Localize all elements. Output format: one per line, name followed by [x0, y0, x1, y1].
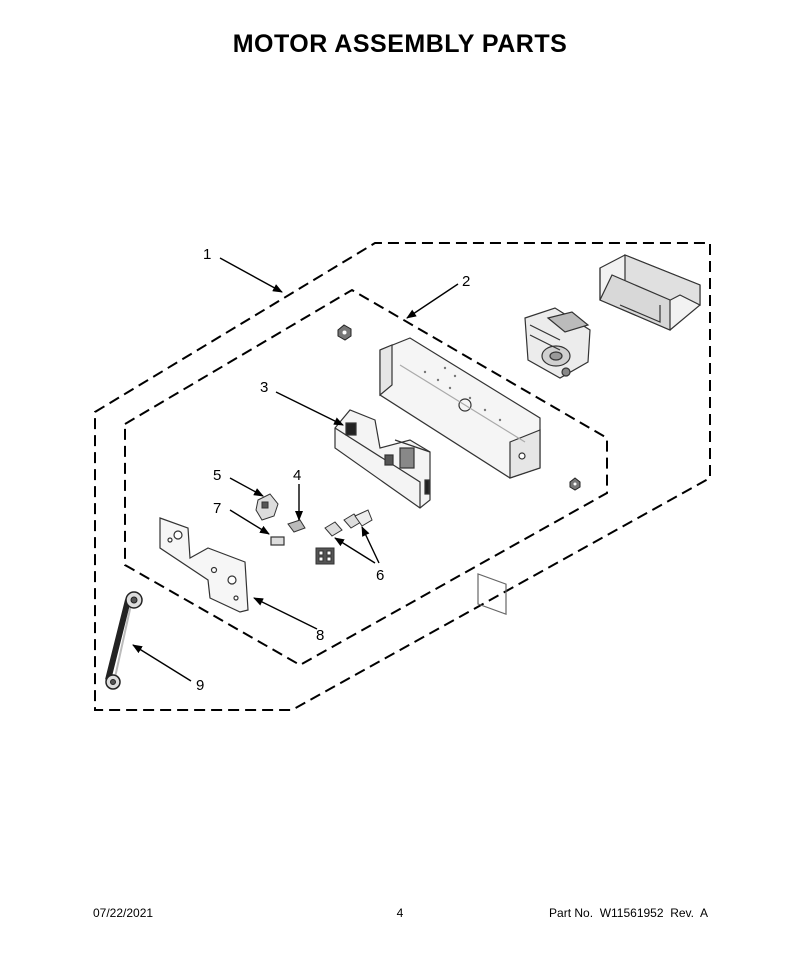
inner-assembly-outline — [124, 288, 608, 667]
hex-nut-right — [569, 477, 581, 491]
callout-3: 3 — [260, 379, 268, 396]
footer-part-number: Part No. W11561952 Rev. A — [549, 906, 708, 920]
arrow-6b — [361, 526, 380, 564]
arrow-7 — [229, 509, 270, 535]
arrow-1 — [219, 257, 283, 293]
spring — [270, 536, 285, 546]
switch-bracket — [255, 493, 279, 521]
arrow-3 — [275, 391, 344, 426]
leader-arrows — [132, 257, 459, 682]
hex-nut-top — [337, 324, 352, 341]
page-title: MOTOR ASSEMBLY PARTS — [232, 30, 568, 58]
footer-page-number: 4 — [396, 906, 404, 920]
callout-5: 5 — [213, 467, 221, 484]
callout-1: 1 — [203, 246, 211, 263]
motor-bracket-plate — [379, 337, 541, 615]
arrow-2 — [406, 283, 459, 319]
outer-assembly-outline — [94, 242, 711, 711]
arrow-8 — [253, 597, 318, 630]
callout-8: 8 — [316, 627, 324, 644]
callout-9: 9 — [196, 677, 204, 694]
arrow-5 — [229, 477, 264, 497]
callout-7: 7 — [213, 500, 221, 517]
mounting-plate — [159, 517, 249, 613]
arrow-9 — [132, 644, 192, 682]
callout-6: 6 — [376, 567, 384, 584]
micro-switches — [315, 509, 373, 565]
drive-belt — [105, 591, 143, 690]
gear-motor — [524, 307, 591, 379]
footer-date: 07/22/2021 — [93, 906, 154, 920]
lever-arm — [287, 519, 306, 533]
motor-cover-housing — [599, 254, 701, 331]
callout-4: 4 — [293, 467, 301, 484]
arrow-6a — [334, 537, 376, 564]
callout-2: 2 — [462, 273, 470, 290]
lower-bracket — [334, 409, 431, 509]
